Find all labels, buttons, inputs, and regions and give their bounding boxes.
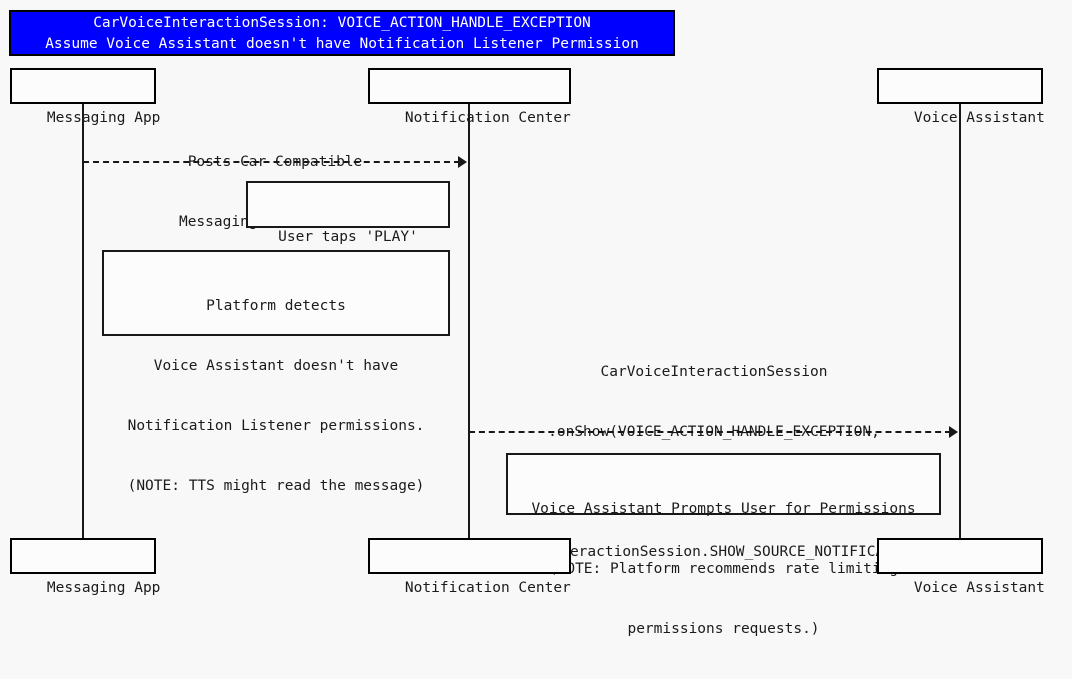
message-label-on-show-line-1: CarVoiceInteractionSession <box>600 364 828 380</box>
participant-footer-voice-assistant-label: Voice Assistant <box>913 580 1045 596</box>
message-arrowhead-post-notification <box>458 156 467 168</box>
sequence-diagram-canvas: CarVoiceInteractionSession: VOICE_ACTION… <box>9 10 1045 637</box>
note-platform-detects: Platform detects Voice Assistant doesn't… <box>102 250 450 494</box>
participant-header-notification-center[interactable]: Notification Center <box>368 68 571 126</box>
diagram-title-line-2: Assume Voice Assistant doesn't have Noti… <box>45 36 639 52</box>
note-user-taps-play-line-1: User taps 'PLAY' <box>278 229 418 245</box>
note-prompt-permissions-line-2: (NOTE: Platform recommends rate limiting <box>548 561 899 577</box>
participant-footer-notification-center-label: Notification Center <box>404 580 571 596</box>
note-prompt-permissions: Voice Assistant Prompts User for Permiss… <box>506 453 941 637</box>
diagram-title-line-1: CarVoiceInteractionSession: VOICE_ACTION… <box>93 15 591 31</box>
message-label-on-show-line-4: VoiceInteractionSession.SHOW_SOURCE_NOTI… <box>500 544 928 560</box>
participant-header-voice-assistant[interactable]: Voice Assistant <box>877 68 1045 126</box>
participant-footer-messaging-app-label: Messaging App <box>46 580 161 596</box>
participant-header-messaging-app-label: Messaging App <box>46 110 161 126</box>
lifeline-messaging-app <box>82 103 84 538</box>
participant-header-notification-center-label: Notification Center <box>404 110 571 126</box>
note-platform-detects-line-2: Voice Assistant doesn't have <box>153 358 399 374</box>
diagram-title-banner: CarVoiceInteractionSession: VOICE_ACTION… <box>9 10 675 56</box>
note-platform-detects-line-3: Notification Listener permissions. <box>127 418 425 434</box>
participant-footer-messaging-app[interactable]: Messaging App <box>10 538 160 596</box>
message-arrow-on-show <box>469 431 951 433</box>
participant-footer-voice-assistant[interactable]: Voice Assistant <box>877 538 1045 596</box>
note-platform-detects-line-4: (NOTE: TTS might read the message) <box>127 478 425 494</box>
message-label-post-notification: Posts Car Compatible Messaging Notificat… <box>165 112 385 272</box>
participant-header-voice-assistant-label: Voice Assistant <box>913 110 1045 126</box>
note-prompt-permissions-line-1: Voice Assistant Prompts User for Permiss… <box>531 501 916 517</box>
message-arrowhead-on-show <box>949 426 958 438</box>
note-prompt-permissions-line-3: permissions requests.) <box>627 621 820 637</box>
message-arrow-post-notification <box>83 161 460 163</box>
lifeline-voice-assistant <box>959 103 961 538</box>
note-user-taps-play: User taps 'PLAY' on Msg Notification <box>246 181 450 305</box>
participant-footer-notification-center[interactable]: Notification Center <box>368 538 571 596</box>
note-platform-detects-line-1: Platform detects <box>206 298 346 314</box>
lifeline-notification-center <box>468 103 470 538</box>
participant-header-messaging-app[interactable]: Messaging App <box>10 68 160 126</box>
